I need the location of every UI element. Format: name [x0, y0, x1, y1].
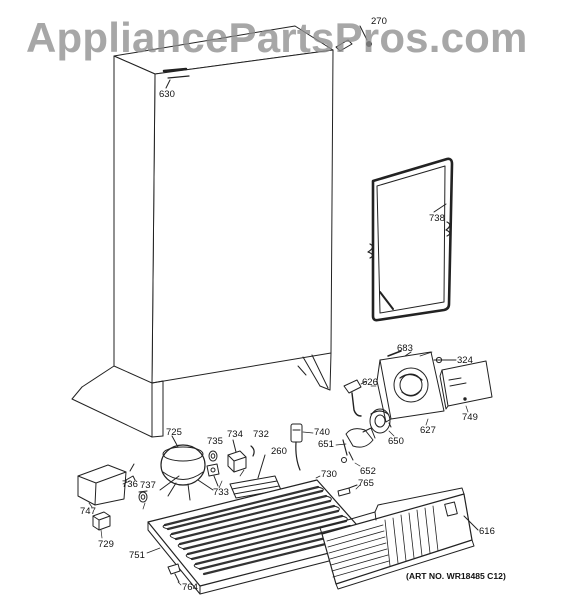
- label-751[interactable]: 751: [129, 550, 145, 561]
- label-749[interactable]: 749: [462, 412, 478, 423]
- leader-lines: [88, 351, 469, 586]
- label-740[interactable]: 740: [314, 427, 330, 438]
- label-683[interactable]: 683: [397, 343, 413, 354]
- label-730[interactable]: 730: [321, 469, 337, 480]
- label-733[interactable]: 733: [213, 487, 229, 498]
- label-735[interactable]: 735: [207, 436, 223, 447]
- part-651-motor: [341, 427, 376, 463]
- label-725[interactable]: 725: [166, 427, 182, 438]
- part-626-harness: [343, 379, 362, 417]
- art-number: (ART NO. WR18485 C12): [406, 571, 506, 581]
- label-626[interactable]: 626: [362, 377, 378, 388]
- coil-bends: [162, 486, 356, 570]
- label-652[interactable]: 652: [360, 466, 376, 477]
- part-765-clip: [337, 484, 358, 497]
- part-738-heater-loop: [367, 157, 454, 322]
- label-616[interactable]: 616: [479, 526, 495, 537]
- part-735-grommet: [208, 450, 218, 462]
- part-627-fan-assembly: [376, 350, 445, 423]
- part-324-screw: [433, 356, 457, 364]
- part-733-overload: [206, 463, 220, 487]
- part-650-fan-blade: [369, 408, 392, 434]
- part-764-clip: [167, 563, 181, 583]
- part-734-relay: [227, 439, 247, 473]
- part-749-cover: [439, 360, 493, 410]
- label-738[interactable]: 738: [429, 213, 445, 224]
- label-627[interactable]: 627: [420, 425, 436, 436]
- label-729[interactable]: 729: [98, 539, 114, 550]
- label-732[interactable]: 732: [253, 429, 269, 440]
- label-650[interactable]: 650: [388, 436, 404, 447]
- watermark-text: AppliancePartsPros.com: [26, 14, 528, 61]
- part-732-wire: [250, 445, 255, 457]
- label-630[interactable]: 630: [159, 89, 175, 100]
- label-764[interactable]: 764: [182, 582, 198, 593]
- part-747-bracket: [77, 463, 136, 506]
- label-270[interactable]: 270: [371, 16, 387, 27]
- part-616-grille: [319, 487, 479, 590]
- label-736[interactable]: 736: [122, 479, 138, 490]
- part-740-thermostat: [290, 423, 303, 471]
- part-737-grommet: [138, 490, 148, 503]
- label-747[interactable]: 747: [80, 506, 96, 517]
- label-324[interactable]: 324: [457, 355, 473, 366]
- label-260[interactable]: 260: [271, 446, 287, 457]
- label-651[interactable]: 651: [318, 439, 334, 450]
- part-751-coil-tubes: [163, 485, 360, 576]
- label-737[interactable]: 737: [140, 480, 156, 491]
- part-725-compressor: [159, 435, 214, 501]
- label-734[interactable]: 734: [227, 429, 243, 440]
- label-765[interactable]: 765: [358, 478, 374, 489]
- part-630-plug: [162, 67, 190, 89]
- part-729-box: [92, 511, 111, 531]
- refrigerator-cabinet: [71, 25, 334, 438]
- part-270-screw: [335, 25, 372, 52]
